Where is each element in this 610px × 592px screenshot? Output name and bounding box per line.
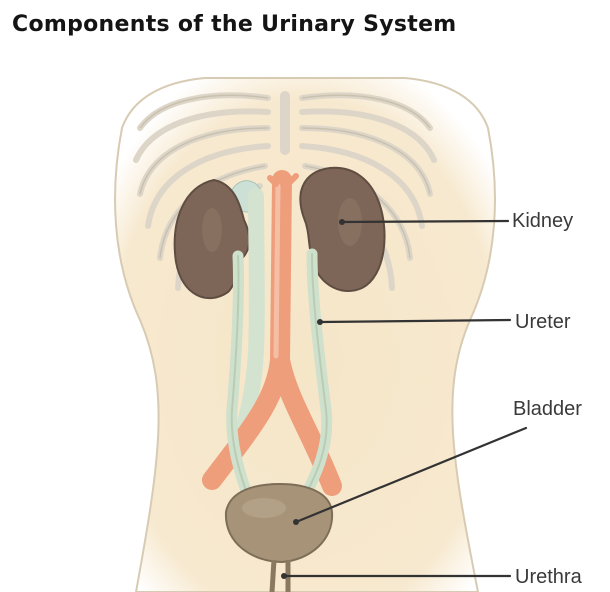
kidney-highlight [202, 208, 222, 252]
bladder-highlight [242, 498, 286, 518]
kidney-label: Kidney [512, 210, 573, 233]
ureter-label: Ureter [515, 311, 571, 334]
urethra-label: Urethra [515, 566, 582, 589]
bladder-label: Bladder [513, 398, 582, 421]
kidney-leader-line [342, 221, 508, 222]
